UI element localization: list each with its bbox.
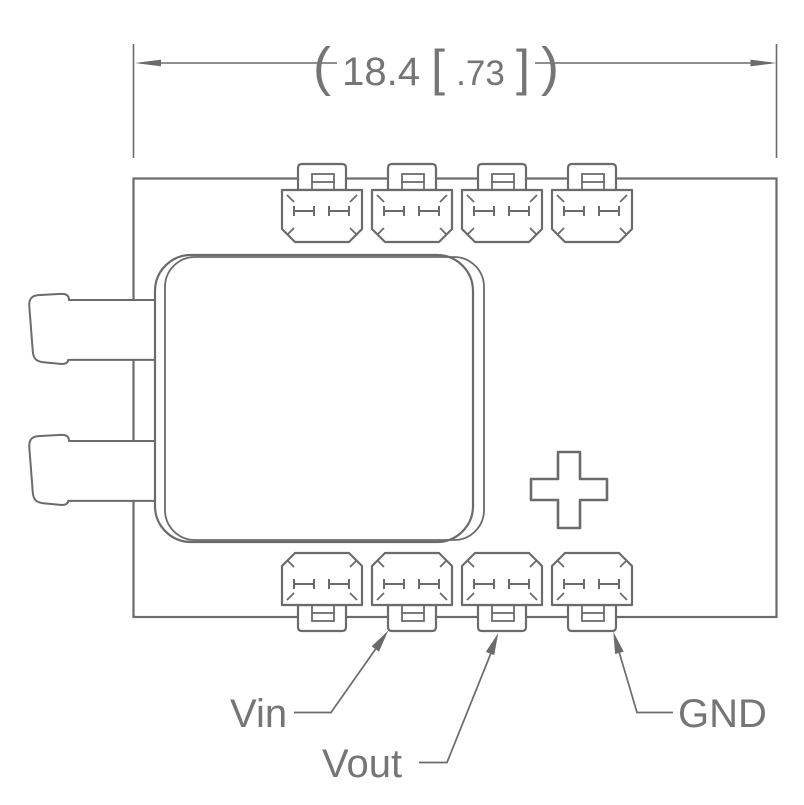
pad-bottom-vout (460, 551, 544, 633)
dimension-bracket-open: [ (431, 40, 445, 96)
leader-line-vin (294, 648, 377, 714)
lead-terminal-upper (28, 292, 159, 365)
component-body-overlay (164, 256, 485, 541)
dimension-bracket-close: ] (516, 40, 530, 96)
component (153, 253, 485, 544)
leader-line-gnd (618, 652, 673, 714)
leader-arrowhead-vout-icon (485, 633, 499, 656)
leader-arrowhead-vin-icon (371, 630, 389, 652)
dimension-imperial: .73 (456, 54, 505, 93)
component-body (153, 253, 475, 544)
dimension-annotation: ( 18.4 [ .73 ] ) (132, 37, 778, 158)
pad-bottom-gnd (550, 551, 634, 633)
pin-annotations: Vin Vout GND (230, 630, 767, 786)
pad-top-3 (460, 162, 544, 244)
dimension-open-paren: ( (313, 37, 331, 97)
dimension-metric: 18.4 (342, 50, 420, 94)
dimension-arrowhead-left-icon (135, 59, 161, 67)
lead-terminal-lower (28, 433, 159, 506)
dimension-close-paren: ) (541, 37, 559, 97)
lead-terminals (28, 292, 159, 506)
dimension-arrowhead-right-icon (750, 59, 777, 67)
leader-line-vout (419, 652, 492, 764)
polarity-plus-icon (529, 450, 609, 530)
pad-top-4 (550, 162, 634, 244)
pad-bottom-vin-adjacent (280, 551, 364, 633)
pin-label-gnd: GND (678, 692, 767, 736)
pin-label-vin: Vin (230, 692, 287, 736)
pad-bottom-vin (370, 551, 454, 633)
pin-label-vout: Vout (322, 742, 402, 786)
pad-top-2 (370, 162, 454, 244)
dimension-text: ( 18.4 [ .73 ] ) (313, 37, 559, 97)
leader-arrowhead-gnd-icon (613, 631, 624, 654)
pad-top-1 (280, 162, 364, 244)
